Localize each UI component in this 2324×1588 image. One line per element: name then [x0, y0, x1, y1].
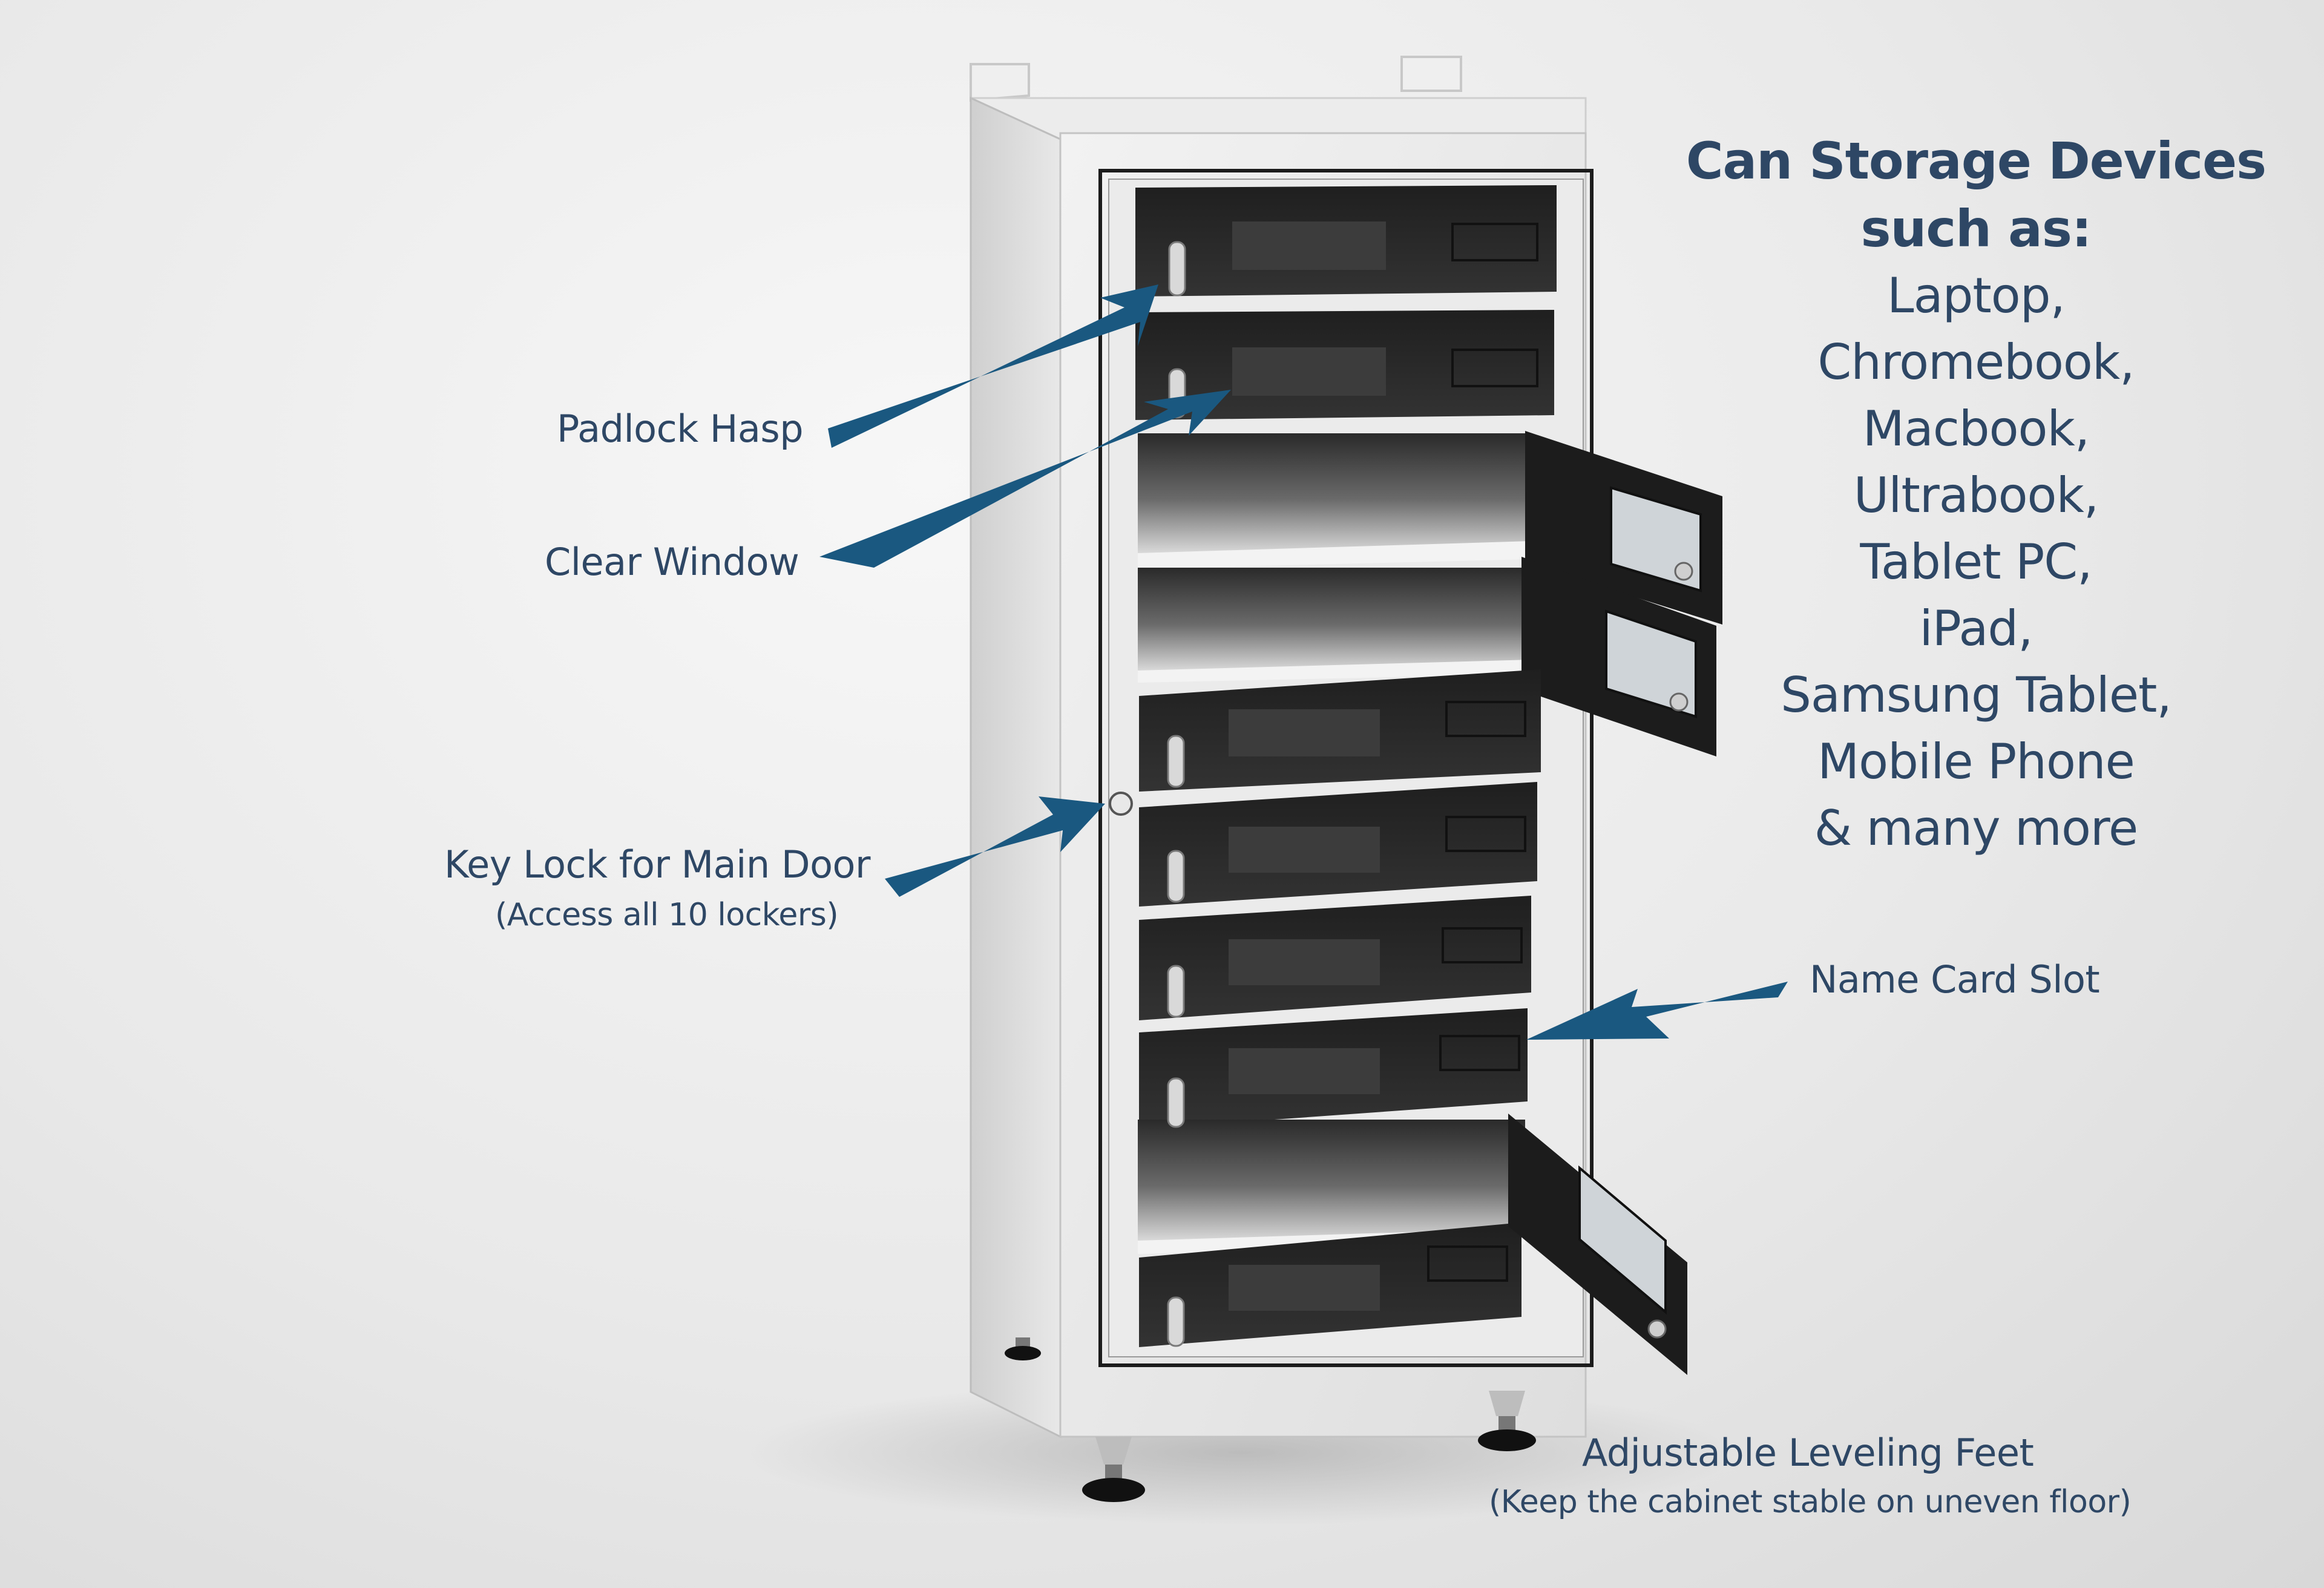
padlock-hasp-icon: [1167, 1296, 1185, 1347]
arrow-icon: [819, 390, 1231, 568]
locker-door-5: [1139, 669, 1541, 792]
leveling-feet-label: Adjustable Leveling Feet: [1582, 1431, 2034, 1475]
device-item: Chromebook,: [1817, 334, 2135, 390]
locker-open-4: [1138, 557, 1716, 756]
padlock-hasp-label: Padlock Hasp: [557, 407, 804, 451]
callout-arrows: [819, 284, 1788, 1040]
device-item: iPad,: [1919, 600, 2033, 657]
name-card-slot: [1445, 816, 1526, 852]
clear-window-label: Clear Window: [545, 540, 799, 584]
key-lock-note: (Access all 10 lockers): [495, 897, 839, 933]
device-item: Macbook,: [1862, 401, 2090, 457]
clear-window: [1232, 347, 1386, 396]
leveling-foot-icon: [1082, 1437, 1145, 1502]
arrow-icon: [1526, 982, 1788, 1040]
devices-title-line-1: Can Storage Devices: [1686, 131, 2267, 191]
key-lock-icon: [1109, 792, 1133, 816]
locker-door-10: [1139, 1114, 1687, 1375]
key-lock-label: Key Lock for Main Door: [444, 842, 870, 887]
open-door-4: [1521, 557, 1716, 756]
name-card-slot: [1451, 349, 1538, 387]
device-item: Tablet PC,: [1860, 534, 2092, 590]
device-item: & many more: [1814, 800, 2138, 856]
lock-icon: [1669, 692, 1689, 712]
name-card-slot: [1445, 701, 1526, 737]
locker-door-1: [1135, 185, 1557, 297]
padlock-hasp-icon: [1167, 1077, 1185, 1128]
padlock-hasp-icon: [1168, 241, 1186, 297]
name-card-slot: [1451, 223, 1538, 261]
device-item: Ultrabook,: [1853, 467, 2099, 523]
clear-window: [1229, 1048, 1380, 1094]
name-card-slot: [1442, 927, 1523, 963]
device-item: Samsung Tablet,: [1781, 667, 2172, 723]
locker-door-2: [1135, 310, 1554, 420]
leveling-feet: [1005, 1337, 1536, 1502]
clear-window: [1232, 221, 1386, 270]
arrow-icon: [885, 796, 1105, 897]
device-item: Laptop,: [1887, 267, 2066, 324]
padlock-hasp-icon: [1167, 965, 1185, 1018]
clear-window: [1229, 827, 1380, 873]
clear-window: [1229, 939, 1380, 985]
device-item: Mobile Phone: [1817, 733, 2135, 790]
top-bracket-left: [970, 63, 1030, 102]
main-door-frame: [1098, 169, 1594, 1367]
arrow-icon: [828, 284, 1158, 448]
leveling-foot-icon: [1478, 1391, 1536, 1451]
devices-title-line-2: such as:: [1860, 199, 2092, 258]
clear-window: [1229, 709, 1380, 756]
open-door-9: [1508, 1114, 1687, 1375]
supported-devices: Can Storage Devices such as: Laptop, Chr…: [1670, 127, 2282, 862]
name-card-slot: [1427, 1245, 1508, 1282]
clear-window: [1229, 1265, 1380, 1311]
lock-icon: [1674, 562, 1693, 581]
locker-door-8: [1139, 1008, 1528, 1129]
locker-door-7: [1139, 896, 1531, 1020]
padlock-hasp-icon: [1167, 735, 1185, 788]
name-card-slot: [1439, 1035, 1520, 1071]
lock-icon: [1647, 1319, 1667, 1339]
cabinet-side: [970, 96, 1062, 1439]
leveling-foot-icon: [1005, 1337, 1041, 1360]
leveling-feet-note: (Keep the cabinet stable on uneven floor…: [1489, 1484, 2132, 1520]
locker-door-6: [1139, 782, 1537, 907]
padlock-hasp-icon: [1167, 850, 1185, 903]
top-bracket-right: [1400, 56, 1462, 92]
name-card-slot-label: Name Card Slot: [1810, 957, 2100, 1002]
